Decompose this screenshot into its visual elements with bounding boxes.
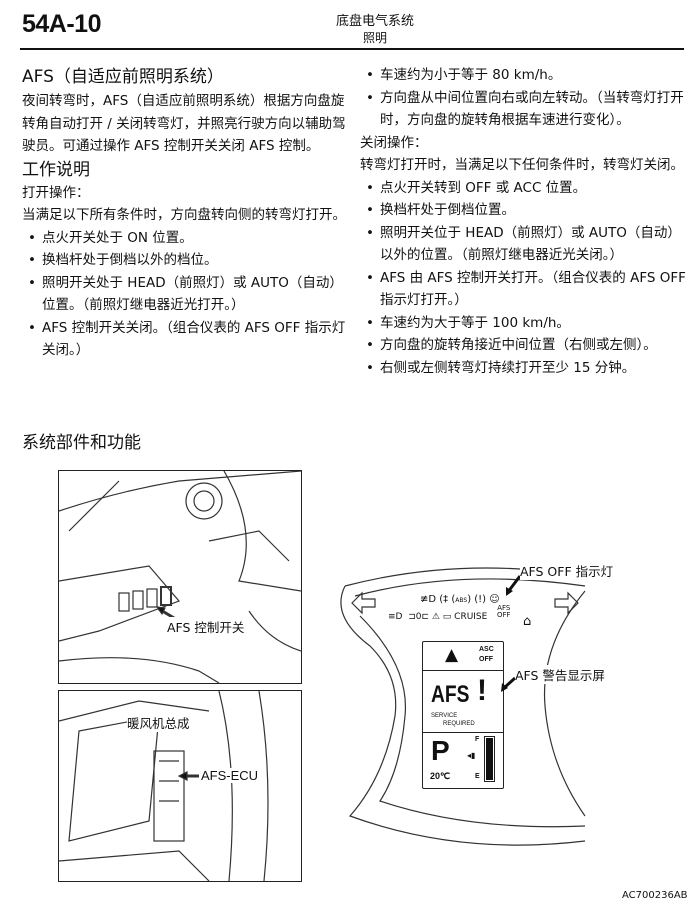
page-code: 54A-10 — [22, 10, 102, 38]
off-intro: 转弯灯打开时，当满足以下任何条件时，转弯灯关闭。 — [360, 157, 684, 173]
warning-triangle-icon: ▲ — [445, 645, 459, 665]
on-conditions: 点火开关处于 ON 位置。 换档杆处于倒档以外的档位。 照明开关处于 HEAD（… — [22, 227, 348, 362]
gear-indicator: P — [431, 735, 450, 766]
on-intro: 当满足以下所有条件时，方向盘转向侧的转弯灯打开。 — [22, 207, 346, 223]
afs-warning-row: AFS ! SERVICE REQUIRED — [423, 671, 503, 733]
list-item: AFS 由 AFS 控制开关打开。（组合仪表的 AFS OFF 指示灯打开。） — [360, 267, 686, 312]
engine-check-icon: ⌂ — [523, 614, 532, 629]
off-text: OFF — [479, 656, 493, 663]
section-title: AFS（自适应前照明系统） — [22, 67, 224, 87]
intro-text: 夜间转弯时，AFS（自适应前照明系统）根据方向盘旋转角自动打开 / 关闭转弯灯，… — [22, 93, 346, 154]
afs-off-indicator-label: AFS OFF 指示灯 — [520, 561, 614, 580]
list-item: 右侧或左侧转弯灯持续打开至少 15 分钟。 — [360, 357, 686, 380]
afs-warning-text: AFS — [431, 681, 470, 708]
fuel-pump-icon: ◂▮ — [467, 751, 476, 760]
components-heading: 系统部件和功能 — [22, 433, 141, 453]
ecu-label: AFS-ECU — [201, 768, 259, 783]
list-item: 方向盘的旋转角接近中间位置（右侧或左侧）。 — [360, 334, 686, 357]
on-label: 打开操作： — [22, 184, 90, 201]
abs-indicator: ABS — [455, 597, 468, 604]
list-item: 车速约为大于等于 100 km/h。 — [360, 312, 686, 335]
off-label: 关闭操作： — [360, 134, 428, 151]
list-item: 车速约为小于等于 80 km/h。 — [360, 64, 686, 87]
service-text: SERVICE — [431, 713, 458, 719]
figure-code: AC700236AB — [622, 890, 688, 901]
cluster-outline — [340, 567, 586, 846]
asc-text: ASC — [479, 646, 494, 653]
fuel-gauge-fill — [486, 738, 493, 780]
fuel-gauge — [484, 736, 495, 782]
list-item: 点火开关转到 OFF 或 ACC 位置。 — [360, 177, 686, 200]
chapter-subtitle: 照明 — [362, 31, 387, 45]
list-item: AFS 控制开关关闭。（组合仪表的 AFS OFF 指示灯关闭。） — [22, 317, 348, 362]
cruise-indicator: CRUISE — [454, 612, 488, 622]
asc-row: ▲ ASC OFF — [423, 642, 503, 671]
on-conditions-cont: 车速约为小于等于 80 km/h。 方向盘从中间位置向右或向左转动。（当转弯灯打… — [360, 64, 686, 132]
ecu-illustration: 暖风机总成 AFS-ECU — [58, 690, 302, 882]
fuel-empty: E — [475, 773, 480, 780]
asc-off: ASC OFF — [479, 645, 494, 665]
heater-label: 暖风机总成 — [127, 713, 190, 732]
left-column: AFS（自适应前照明系统） 夜间转弯时，AFS（自适应前照明系统）根据方向盘旋转… — [22, 64, 348, 362]
exclamation-icon: ! — [477, 674, 487, 707]
list-item: 照明开关位于 HEAD（前照灯）或 AUTO（自动）以外的位置。（前照灯继电器近… — [360, 222, 686, 267]
list-item: 照明开关处于 HEAD（前照灯）或 AUTO（自动）位置。（前照灯继电器近光打开… — [22, 272, 348, 317]
switch-illustration: AFS 控制开关 — [58, 470, 302, 684]
list-item: 点火开关处于 ON 位置。 — [22, 227, 348, 250]
afs-off-text: OFF — [497, 611, 511, 619]
right-column: 车速约为小于等于 80 km/h。 方向盘从中间位置向右或向左转动。（当转弯灯打… — [360, 64, 686, 379]
gear-fuel-row: P 20℃ F E ◂▮ — [423, 733, 503, 787]
off-conditions: 点火开关转到 OFF 或 ACC 位置。 换档杆处于倒档位置。 照明开关位于 H… — [360, 177, 686, 380]
indicator-icons: ≡D ⊐0⊏ ⚠ ▭ CRUISE — [388, 612, 488, 622]
afs-warning-display-label: AFS 警告显示屏 — [515, 665, 605, 684]
chapter-title: 底盘电气系统 — [335, 14, 414, 29]
dashboard-drawing — [58, 470, 302, 684]
operation-heading: 工作说明 — [22, 159, 90, 180]
warning-icons: ≢D (‡ (ABS) (!) ☺ — [420, 594, 500, 605]
afs-off-text: AFS — [497, 604, 511, 612]
list-item: 换档杆处于倒档以外的档位。 — [22, 249, 348, 272]
temperature: 20℃ — [430, 771, 451, 781]
multi-info-display: ▲ ASC OFF AFS ! SERVICE REQUIRED P 20℃ F … — [422, 641, 504, 789]
list-item: 方向盘从中间位置向右或向左转动。（当转弯灯打开时，方向盘的旋转角根据车速进行变化… — [360, 87, 686, 132]
heater-drawing — [58, 690, 269, 882]
required-text: REQUIRED — [443, 721, 475, 727]
list-item: 换档杆处于倒档位置。 — [360, 199, 686, 222]
header-rule — [20, 48, 684, 50]
callout-arrows — [501, 575, 522, 692]
fuel-full: F — [475, 736, 480, 743]
afs-switch-label: AFS 控制开关 — [167, 617, 245, 636]
